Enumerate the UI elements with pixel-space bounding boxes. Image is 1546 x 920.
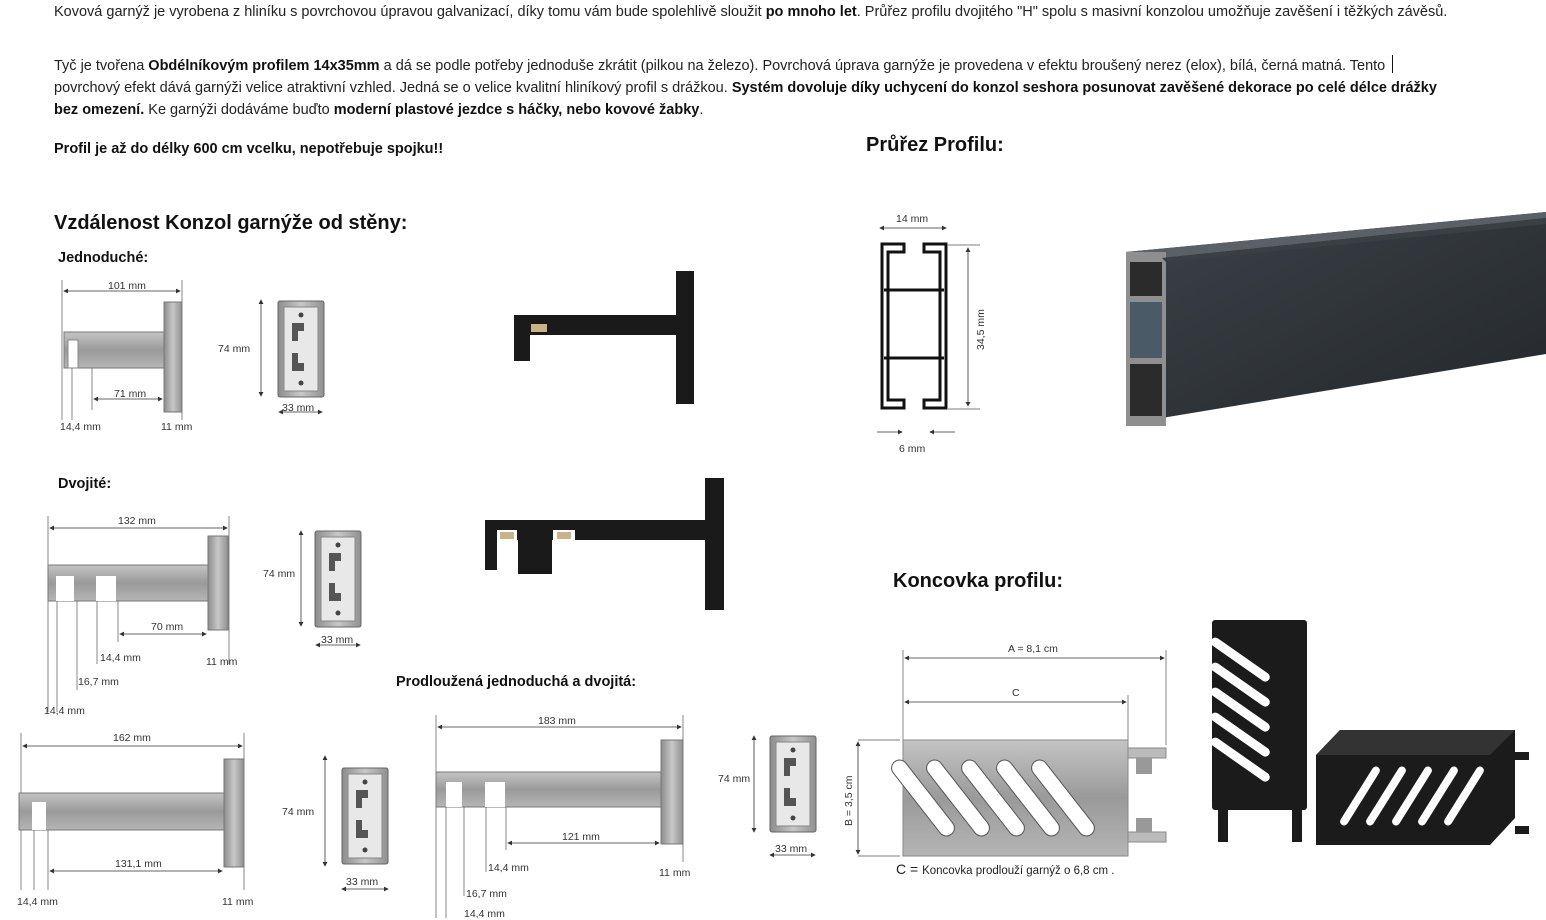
profile-height-label: 34,5 mm xyxy=(975,309,987,350)
extended-label: Prodloužená jednoduchá a dvojitá: xyxy=(396,674,637,690)
intro-text: . Průřez profilu dvojitého "H" spolu s m… xyxy=(856,4,1448,20)
double-left-label: 14,4 mm xyxy=(44,705,85,717)
double-plate-height-label: 74 mm xyxy=(263,568,295,580)
double-gap-label: 16,7 mm xyxy=(78,676,119,688)
ext-single-left-label: 14,4 mm xyxy=(17,896,58,908)
profile-top-label: 14 mm xyxy=(896,213,928,225)
intro-bold: moderní plastové jezdce s háčky, nebo ko… xyxy=(333,102,700,118)
single-right-label: 11 mm xyxy=(161,421,193,433)
profile-title: Průřez Profilu: xyxy=(866,134,1004,156)
endcap-note-text: Koncovka prodlouží garnýž o 6,8 cm . xyxy=(922,865,1114,877)
single-bracket-drawing: 101 mm 71 mm 14,4 mm 11 mm 74 mm 33 mm xyxy=(60,280,325,433)
endcap-note-prefix: C = xyxy=(896,861,922,877)
single-black-bracket-photo xyxy=(514,271,694,404)
ext-double-left-label: 14,4 mm xyxy=(464,908,505,920)
ext-single-plate-width-label: 33 mm xyxy=(346,876,378,888)
single-length-label: 101 mm xyxy=(108,280,146,292)
profile-photo xyxy=(1126,212,1546,426)
intro-text: . xyxy=(699,102,704,118)
intro-text: povrchový efekt dává garnýži velice atra… xyxy=(54,80,732,96)
intro-paragraph-3: Profil je až do délky 600 cm vcelku, nep… xyxy=(54,138,443,160)
ext-double-length-label: 183 mm xyxy=(538,715,576,727)
double-bracket-drawing: 132 mm 70 mm 14,4 mm 16,7 mm 14,4 mm 11 … xyxy=(44,515,362,717)
endcap-title: Koncovka profilu: xyxy=(893,570,1064,592)
endcap-a-label: A = 8,1 cm xyxy=(1008,643,1058,655)
double-mid-label: 14,4 mm xyxy=(100,652,141,664)
double-label: Dvojité: xyxy=(58,476,112,492)
ext-single-length-label: 162 mm xyxy=(113,732,151,744)
single-label: Jednoduché: xyxy=(58,250,149,266)
intro-text: Kovová garnýž je vyrobena z hliníku s po… xyxy=(54,4,766,20)
intro-bold: Obdélníkovým profilem 14x35mm xyxy=(148,58,380,74)
intro-paragraph-2: Tyč je tvořena Obdélníkovým profilem 14x… xyxy=(54,55,1464,121)
profile-cross-section-drawing: 14 mm 34,5 mm 6 mm xyxy=(877,213,987,455)
ext-single-inner-label: 131,1 mm xyxy=(115,858,162,870)
profile-length-note: Profil je až do délky 600 cm vcelku, nep… xyxy=(54,141,444,157)
double-plate-width-label: 33 mm xyxy=(321,634,353,646)
brackets-title: Vzdálenost Konzol garnýže od stěny: xyxy=(54,212,408,234)
intro-bold: Systém dovoluje díky uchycení do konzol … xyxy=(54,80,1437,118)
single-plate-width-label: 33 mm xyxy=(282,402,314,414)
single-left-label: 14,4 mm xyxy=(60,421,101,433)
intro-text: Ke garnýži dodáváme buďto xyxy=(144,102,334,118)
intro-bold: po mnoho let xyxy=(765,4,857,20)
profile-bottom-label: 6 mm xyxy=(899,443,926,455)
ext-double-right-label: 11 mm xyxy=(659,867,691,879)
single-inner-label: 71 mm xyxy=(114,388,146,400)
intro-paragraph-1: Kovová garnýž je vyrobena z hliníku s po… xyxy=(54,1,1454,23)
endcap-c-label: C xyxy=(1012,687,1020,699)
ext-double-plate-height-label: 74 mm xyxy=(718,773,750,785)
double-right-label: 11 mm xyxy=(206,656,238,668)
double-length-label: 132 mm xyxy=(118,515,156,527)
intro-text: a dá se podle potřeby jednoduše zkrátit … xyxy=(379,58,1390,74)
double-inner-label: 70 mm xyxy=(151,621,183,633)
text-cursor xyxy=(1392,55,1394,73)
double-black-bracket-photo xyxy=(485,478,724,610)
ext-double-plate-width-label: 33 mm xyxy=(775,843,807,855)
endcap-drawing: A = 8,1 cm C B = 3,5 cm C = Koncovka pro… xyxy=(843,643,1167,877)
extended-single-bracket-drawing: 162 mm 131,1 mm 14,4 mm 11 mm 74 mm 33 m… xyxy=(17,732,389,908)
ext-double-gap-label: 16,7 mm xyxy=(466,888,507,900)
endcap-black-photo xyxy=(1210,620,1529,845)
ext-double-inner-label: 121 mm xyxy=(562,831,600,843)
ext-single-right-label: 11 mm xyxy=(222,896,254,908)
intro-text: Tyč je tvořena xyxy=(54,58,149,74)
endcap-b-label: B = 3,5 cm xyxy=(843,775,855,826)
extended-double-bracket-drawing: 183 mm 121 mm 14,4 mm 16,7 mm 14,4 mm 11… xyxy=(435,715,817,920)
single-plate-height-label: 74 mm xyxy=(218,343,250,355)
ext-single-plate-height-label: 74 mm xyxy=(282,806,314,818)
endcap-note: C = Koncovka prodlouží garnýž o 6,8 cm . xyxy=(896,861,1114,877)
ext-double-mid-label: 14,4 mm xyxy=(488,862,529,874)
